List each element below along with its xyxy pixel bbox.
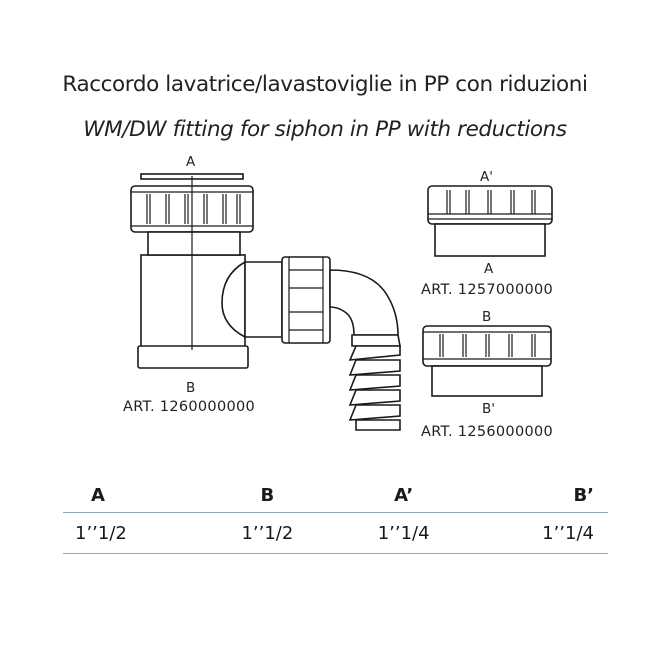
reduction-b-top-label: B <box>482 309 491 325</box>
table-header-cell: B’ <box>471 478 608 513</box>
table-row: 1’’1/2 1’’1/2 1’’1/4 1’’1/4 <box>63 512 608 554</box>
reduction-b-fitting: B B' ART. 1256000000 <box>421 309 553 440</box>
main-fitting-article: ART. 1260000000 <box>123 399 255 415</box>
table-header-cell: B <box>199 478 336 513</box>
table-cell: 1’’1/4 <box>471 512 608 554</box>
main-fitting-top-label: A <box>186 154 196 170</box>
table-header-cell: A <box>63 478 200 513</box>
main-fitting-bottom-label: B <box>186 380 195 396</box>
reduction-a-bottom-label: A <box>484 261 494 277</box>
main-fitting: A B ART. 1260000000 <box>123 154 401 431</box>
table-header-row: A B A’ B’ <box>63 478 608 513</box>
reduction-a-top-label: A' <box>480 169 493 185</box>
reduction-a-article: ART. 1257000000 <box>421 282 553 298</box>
reduction-b-bottom-label: B' <box>482 401 495 417</box>
title-italian: Raccordo lavatrice/lavastoviglie in PP c… <box>62 72 588 97</box>
reduction-a-fitting: A' A ART. 1257000000 <box>421 169 553 298</box>
title-english: WM/DW fitting for siphon in PP with redu… <box>83 117 567 142</box>
dimensions-table: A B A’ B’ 1’’1/2 1’’1/2 1’’1/4 1’’1/4 <box>63 478 608 554</box>
table-cell: 1’’1/2 <box>199 512 336 554</box>
reduction-b-article: ART. 1256000000 <box>421 424 553 440</box>
table-cell: 1’’1/2 <box>63 512 200 554</box>
table-header-cell: A’ <box>335 478 472 513</box>
table-cell: 1’’1/4 <box>335 512 472 554</box>
